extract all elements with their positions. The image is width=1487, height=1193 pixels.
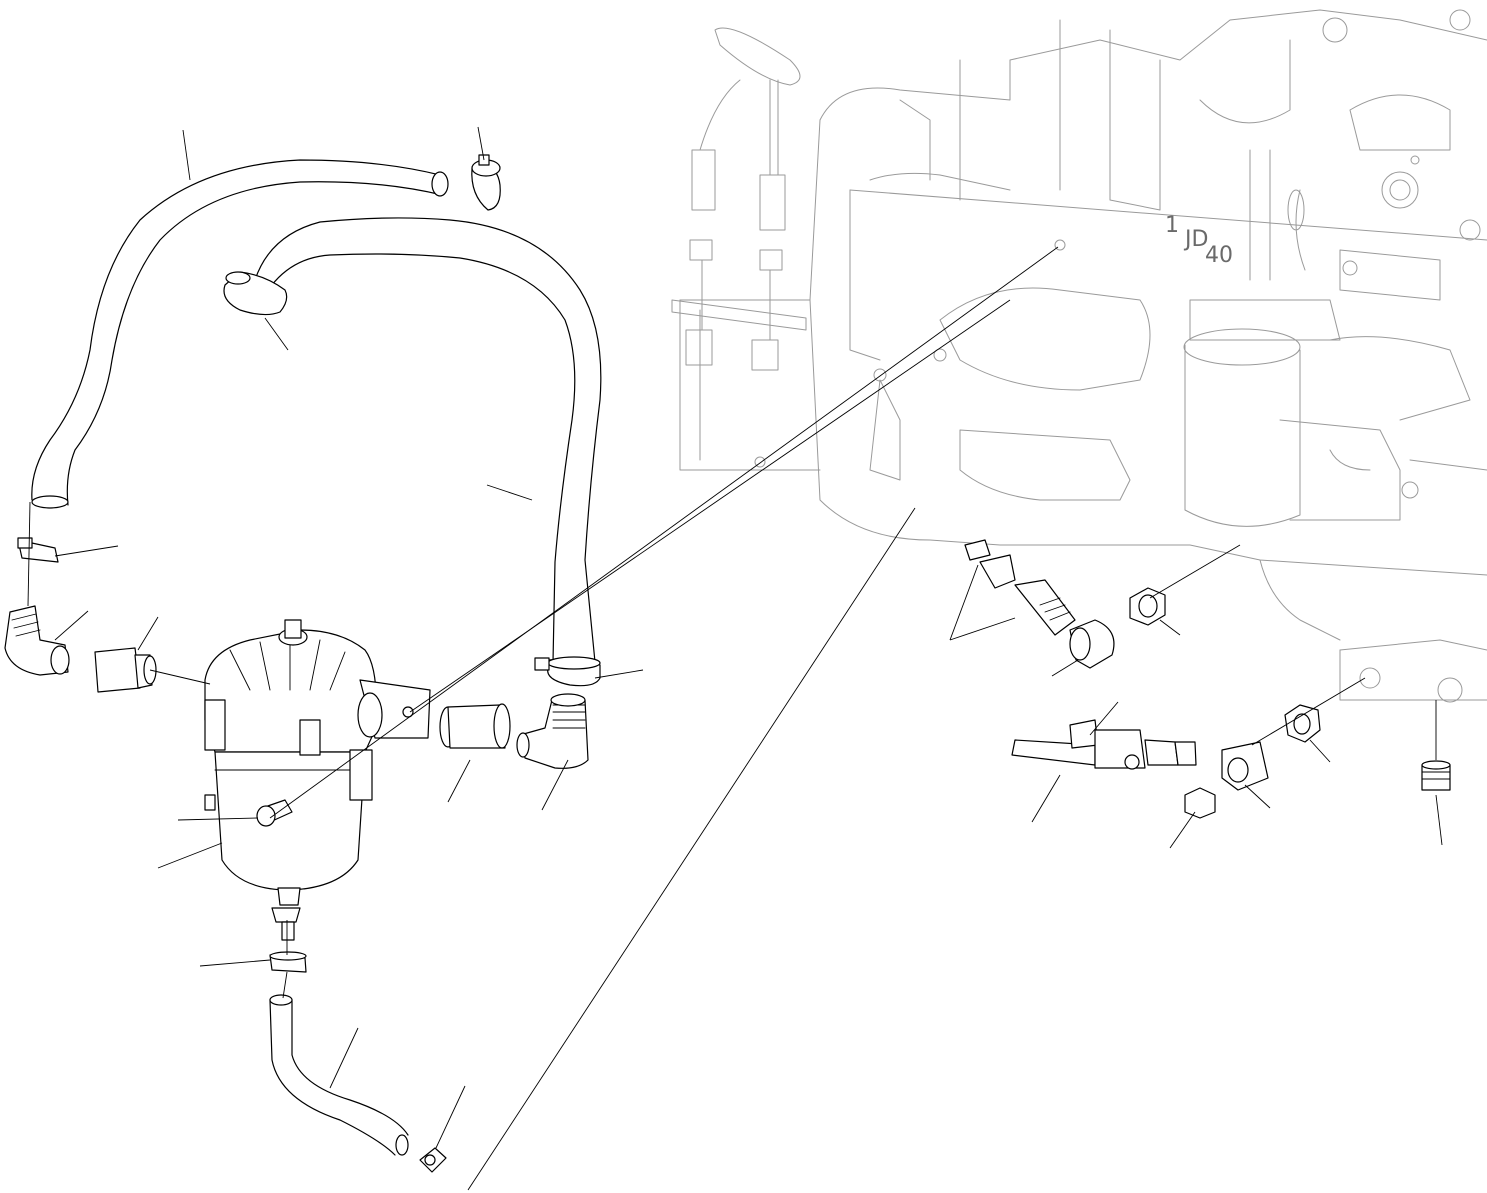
small-clamp-bottom: [269, 951, 307, 973]
elbow-fitting-right: [516, 693, 589, 769]
middle-fuel-hose: [254, 217, 602, 663]
hose-clamp-lower-right: [534, 656, 601, 687]
hose-clamp-top: [471, 154, 501, 211]
bottom-fuel-hose: [269, 994, 409, 1156]
fuel-filter-water-separator: [204, 619, 431, 941]
plug-hex: [1184, 787, 1216, 819]
engine-cast-marking-40: 40: [1205, 243, 1233, 268]
adapter-fitting-left: [94, 647, 157, 693]
adapter-fitting-right: [439, 703, 511, 749]
drain-plug: [1421, 760, 1451, 791]
elbow-fitting-engine: [1069, 619, 1115, 669]
small-clamp-end: [419, 1147, 447, 1173]
hose-clamp-middle: [223, 271, 288, 316]
small-clamp-left: [17, 537, 59, 563]
engine-cast-marking-1: 1: [1165, 213, 1179, 238]
elbow-fitting-left: [4, 605, 70, 676]
upper-fuel-hose: [31, 159, 449, 509]
quick-coupler: [964, 539, 1076, 636]
tee-fitting: [1221, 741, 1269, 791]
hex-nut-right: [1284, 704, 1321, 743]
leader-lines: [27, 126, 1443, 1191]
engine-cast-marking-jd: JD: [1183, 227, 1208, 252]
hex-nut-upper: [1129, 587, 1166, 626]
ball-valve: [1011, 719, 1197, 770]
engine-block: 1 JD 40: [671, 9, 1487, 703]
